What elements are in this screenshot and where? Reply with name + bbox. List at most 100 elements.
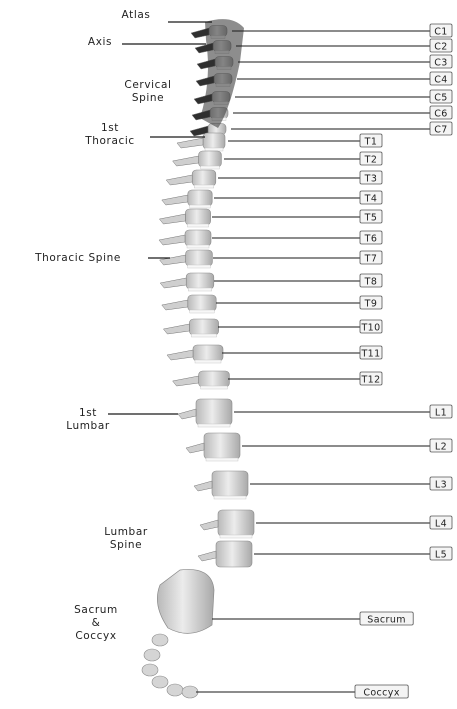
tag-label: C3 <box>434 58 447 69</box>
intervertebral-disc <box>188 288 212 291</box>
intervertebral-disc <box>194 185 214 188</box>
tag-label: T3 <box>364 174 378 185</box>
tag-label: C7 <box>434 125 447 136</box>
region-label-text: & <box>92 617 101 629</box>
vertebra-tag-coccyx: Coccyx <box>355 685 408 699</box>
coccyx-segment <box>167 684 183 696</box>
coccyx-segment <box>142 664 158 676</box>
vertebra-body <box>186 250 213 266</box>
vertebra-tag-t8: T8 <box>360 274 382 288</box>
vertebra-tag-l2: L2 <box>430 439 452 453</box>
tag-label: C1 <box>434 27 447 38</box>
tag-label: T12 <box>360 375 380 386</box>
tag-label: T7 <box>364 254 378 265</box>
vertebra-body <box>218 510 254 536</box>
spinous-process <box>200 520 218 530</box>
intervertebral-disc <box>198 424 230 427</box>
vertebra-tag-sacrum: Sacrum <box>360 612 413 626</box>
spinous-process <box>160 278 186 288</box>
coccyx-segment <box>152 634 168 646</box>
tag-label: L4 <box>435 519 447 530</box>
region-label-text: Thoracic Spine <box>34 252 121 264</box>
region-label-text: Spine <box>132 92 164 104</box>
coccyx-segment <box>152 676 168 688</box>
tag-label: L5 <box>435 550 447 561</box>
vertebra-body <box>193 345 223 361</box>
spinous-process <box>159 235 185 245</box>
tag-label: C4 <box>434 75 447 86</box>
intervertebral-disc <box>220 535 252 538</box>
vertebra-body <box>204 433 240 459</box>
vertebra-tag-c6: C6 <box>430 106 452 120</box>
region-label-text: Lumbar <box>104 526 148 538</box>
vertebra-tag-t5: T5 <box>360 210 382 224</box>
vertebra-tag-l3: L3 <box>430 477 452 491</box>
vertebra-body <box>212 471 248 497</box>
vertebra-body <box>188 190 212 206</box>
vertebra-tag-c2: C2 <box>430 39 452 53</box>
spinous-process <box>163 324 189 334</box>
region-labels: AtlasAxisCervicalSpine1stThoracicThoraci… <box>34 9 171 642</box>
vertebra-tag-t10: T10 <box>360 320 382 334</box>
region-label-text: Cervical <box>124 79 171 91</box>
vertebra-body <box>216 541 252 567</box>
tag-label: L2 <box>435 442 447 453</box>
intervertebral-disc <box>214 496 246 499</box>
region-label-text: Spine <box>110 539 142 551</box>
vertebra-tag-t9: T9 <box>360 296 382 310</box>
spinous-process <box>194 481 212 491</box>
intervertebral-disc <box>190 310 214 313</box>
tag-label: C6 <box>434 109 447 120</box>
vertebra-body <box>186 273 214 289</box>
vertebra-tag-t4: T4 <box>360 191 382 205</box>
spinous-process <box>159 214 185 224</box>
tag-label: T2 <box>364 155 378 166</box>
spinous-process <box>167 350 193 360</box>
vertebra-body <box>189 319 218 335</box>
spinous-process <box>166 175 192 185</box>
intervertebral-disc <box>191 334 216 337</box>
vertebra-tag-t7: T7 <box>360 251 382 265</box>
vertebra-tag-l1: L1 <box>430 405 452 419</box>
vertebra-tag-l5: L5 <box>430 547 452 561</box>
vertebra-tag-c7: C7 <box>430 122 452 136</box>
intervertebral-disc <box>205 148 223 151</box>
vertebra-body <box>199 151 222 167</box>
tag-label: C2 <box>434 42 447 53</box>
tag-label: T6 <box>364 234 378 245</box>
spine-illustration <box>142 19 254 698</box>
vertebra-body <box>188 295 216 311</box>
tag-label: T8 <box>364 277 378 288</box>
vertebra-tag-t12: T12 <box>360 372 382 386</box>
tag-label: T5 <box>364 213 378 224</box>
region-label-text: Lumbar <box>66 420 110 432</box>
region-label-text: Axis <box>88 36 112 48</box>
vertebra-tag-l4: L4 <box>430 516 452 530</box>
vertebra-tag-c4: C4 <box>430 72 452 86</box>
spinous-process <box>178 409 196 419</box>
intervertebral-disc <box>206 458 238 461</box>
coccyx-segment <box>182 686 198 698</box>
tag-label: T11 <box>360 349 380 360</box>
tag-label: T4 <box>364 194 378 205</box>
region-label-first-lumbar: 1stLumbar <box>66 407 110 432</box>
region-label-text: Sacrum <box>74 604 118 616</box>
vertebra-tag-t6: T6 <box>360 231 382 245</box>
tag-label: C5 <box>434 93 447 104</box>
vertebra-tag-t11: T11 <box>360 346 382 360</box>
coccyx-segment <box>144 649 160 661</box>
vertebra-body <box>199 371 230 387</box>
region-label-cervical: CervicalSpine <box>124 79 171 104</box>
region-label-atlas: Atlas <box>122 9 151 21</box>
spinous-process <box>173 376 199 386</box>
intervertebral-disc <box>187 245 209 248</box>
vertebra-tag-c5: C5 <box>430 90 452 104</box>
spinous-process <box>162 300 188 310</box>
region-label-first-thoracic: 1stThoracic <box>84 122 135 147</box>
vertebra-tag-t3: T3 <box>360 171 382 185</box>
intervertebral-disc <box>195 360 221 363</box>
spinous-process <box>198 551 216 561</box>
intervertebral-disc <box>188 265 211 268</box>
